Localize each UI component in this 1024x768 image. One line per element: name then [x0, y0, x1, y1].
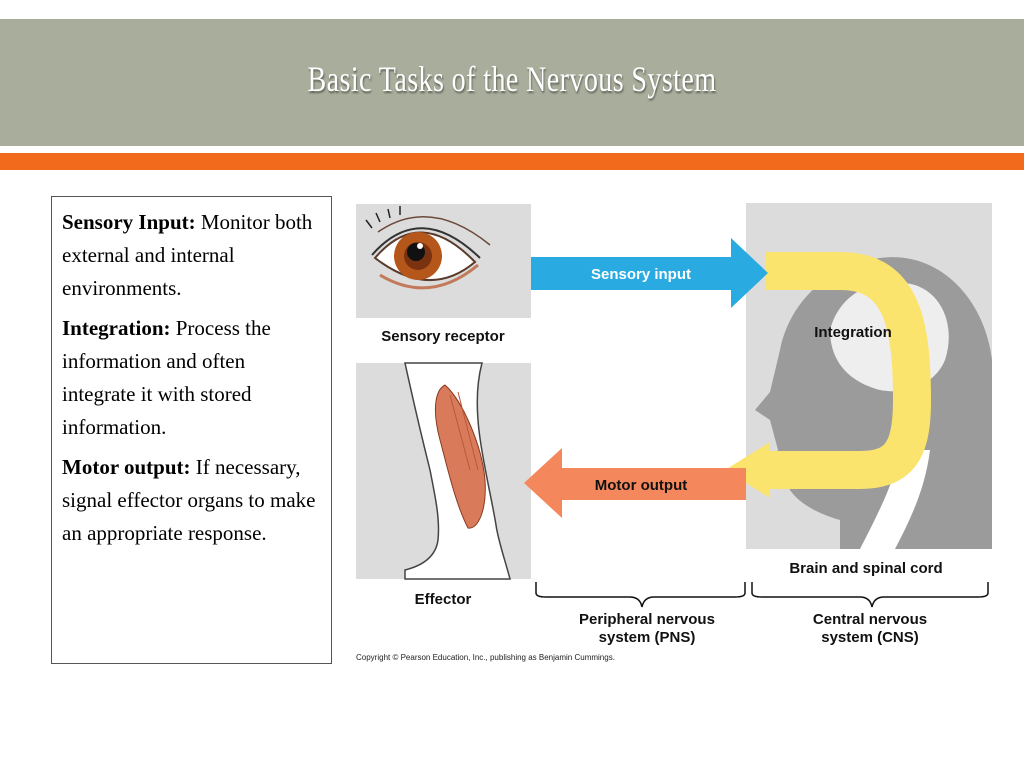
term: Sensory Input: — [62, 210, 196, 234]
sensory-input-arrow — [531, 238, 768, 308]
description: Monitor both external and internal envir… — [62, 210, 313, 300]
description: If necessary, signal effector organs to … — [62, 455, 316, 545]
term: Integration: — [62, 316, 171, 340]
definition-integration: Integration: Process the information and… — [62, 312, 321, 444]
cns-label-line1: Central nervous — [813, 611, 927, 628]
pns-label-line2: system (PNS) — [599, 629, 696, 646]
definitions-box: Sensory Input: Monitor both external and… — [51, 196, 332, 664]
sensory-receptor-label: Sensory receptor — [381, 328, 505, 345]
pns-label-line1: Peripheral nervous — [579, 611, 715, 628]
brain-label: Brain and spinal cord — [789, 560, 942, 577]
effector-label: Effector — [415, 591, 472, 608]
definition-motor-output: Motor output: If necessary, signal effec… — [62, 451, 321, 550]
pns-brace — [535, 582, 746, 608]
integration-loop — [765, 252, 932, 489]
cns-brace — [751, 582, 989, 608]
description: Process the information and often integr… — [62, 316, 271, 439]
copyright-text: Copyright © Pearson Education, Inc., pub… — [356, 653, 615, 662]
motor-output-arrow — [524, 448, 746, 518]
integration-arrowhead — [725, 442, 770, 498]
integration-label: Integration — [814, 324, 892, 341]
title-bar — [0, 19, 1024, 146]
eye-icon — [365, 206, 491, 290]
divider-orange — [0, 153, 1024, 170]
sensory-input-label: Sensory input — [591, 266, 691, 283]
term: Motor output: — [62, 455, 191, 479]
cns-label-line2: system (CNS) — [821, 629, 919, 646]
slide-title: Basic Tasks of the Nervous System — [307, 59, 717, 99]
divider-thin — [0, 146, 1024, 149]
motor-output-label: Motor output — [595, 477, 687, 494]
definition-sensory-input: Sensory Input: Monitor both external and… — [62, 206, 321, 305]
leg-icon — [404, 362, 511, 580]
